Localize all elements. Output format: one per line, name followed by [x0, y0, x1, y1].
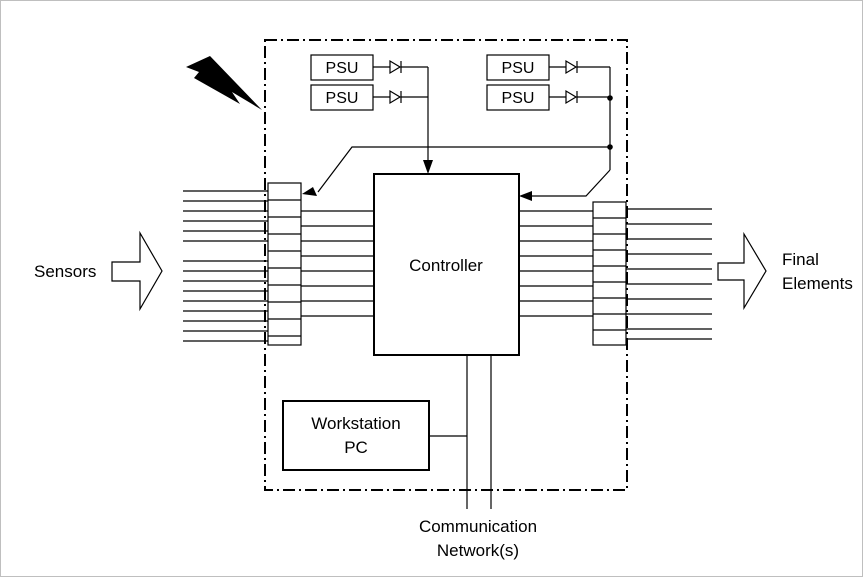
psu-box	[486, 84, 550, 111]
lightning-arrow-icon	[186, 56, 262, 110]
output-wires	[626, 208, 712, 340]
network-label-line2: Network(s)	[437, 541, 519, 560]
psu-label: PSU	[326, 90, 359, 107]
psu-box	[310, 54, 374, 81]
controller-output-wires	[519, 210, 593, 317]
controller-box	[373, 173, 520, 356]
psu-label: PSU	[502, 90, 535, 107]
psu-group-left: PSU PSU	[310, 54, 433, 174]
output-terminal-block	[592, 201, 627, 346]
communication-network-bus	[429, 355, 492, 509]
junction-dot	[607, 95, 613, 101]
final-elements-label-line2: Elements	[782, 274, 853, 293]
arrow-left-icon	[519, 191, 532, 201]
input-wires	[183, 190, 268, 342]
junction-dot	[607, 144, 613, 150]
psu-group-right: PSU PSU	[302, 54, 613, 201]
workstation-pc-box	[282, 400, 430, 471]
input-terminal-block	[267, 182, 302, 346]
sensors-arrow-icon	[111, 230, 163, 312]
controller-label: Controller	[409, 256, 483, 275]
workstation-label-line1: Workstation	[311, 414, 400, 433]
system-boundary	[264, 39, 628, 491]
workstation-label-line2: PC	[344, 438, 368, 457]
controller-input-wires	[301, 210, 374, 317]
arrow-left-icon	[302, 187, 317, 196]
arrow-down-icon	[423, 160, 433, 174]
psu-label: PSU	[326, 60, 359, 77]
psu-label: PSU	[502, 60, 535, 77]
psu-box	[486, 54, 550, 81]
final-elements-label-line1: Final	[782, 250, 819, 269]
sensors-label: Sensors	[34, 262, 96, 281]
final-elements-arrow-icon	[717, 231, 767, 311]
network-label-line1: Communication	[419, 517, 537, 536]
